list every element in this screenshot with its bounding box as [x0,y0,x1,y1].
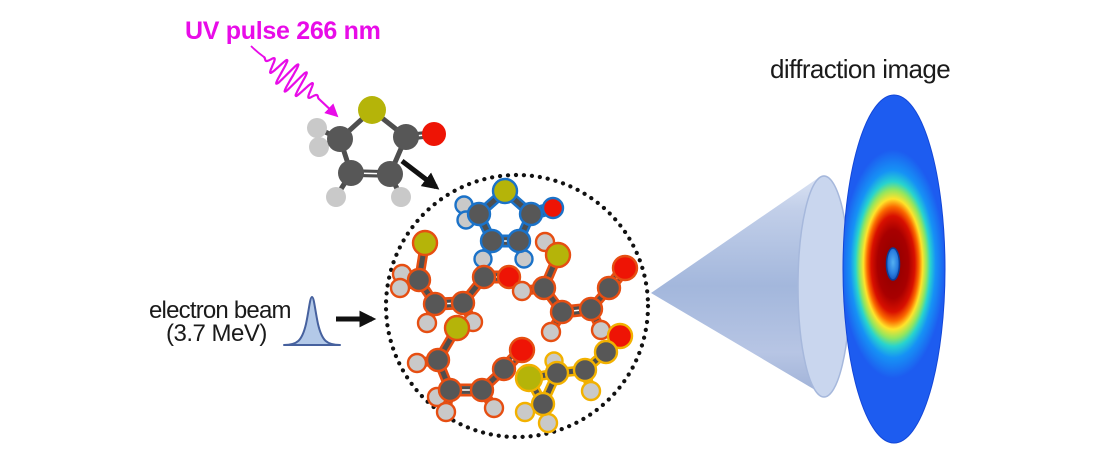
atom-H [389,277,411,299]
scattering-cone-base [797,175,851,398]
atom-S [443,314,471,342]
molecule-ring-opened-product-3 [406,314,536,423]
atom-H [391,187,411,207]
atom-O [541,196,565,220]
sample-region-circle [383,172,651,440]
atom-C [425,347,451,373]
atom-C [549,299,575,325]
molecule-ring-opened-product-2 [511,231,639,343]
atom-H [309,137,329,157]
uv-pulse-label: UV pulse 266 nm [185,17,381,45]
atom-C [466,201,492,227]
excitation-arrow [400,159,440,190]
atom-H [511,280,533,302]
atom-C [327,126,353,152]
uv-arrow [318,98,339,118]
atom-S [491,177,519,205]
atom-O [611,254,639,282]
atom-C [531,275,557,301]
atom-H [307,118,327,138]
atom-H [540,321,562,343]
atom-C [578,296,604,322]
uv-leader-line [250,45,265,58]
atom-H [580,380,602,402]
atom-S [514,363,544,393]
molecule-thiophenone-reactant [307,96,446,207]
atom-C [544,360,570,386]
atom-C [593,339,619,365]
atom-C [530,391,556,417]
atom-S [544,241,572,269]
electron-beam-energy-label: (3.7 MeV) [166,320,267,347]
atom-O [508,336,536,364]
atom-C [450,290,476,316]
diffraction-pattern [842,94,946,444]
atom-H [537,412,559,434]
atom-O [422,122,446,146]
atom-C [491,356,517,382]
scattering-cone-body [651,175,851,397]
atom-C [377,161,403,187]
uv-wave-packet-path [262,55,321,101]
atom-C [338,160,364,186]
electron-pulse-gaussian [283,296,341,346]
scattering-cone [651,175,851,398]
atom-H [406,352,428,374]
molecule-thiophenone-intact [454,177,565,269]
atom-S [358,96,386,124]
atom-H [435,401,457,423]
diffraction-image-label: diffraction image [770,54,951,84]
atom-C [471,264,497,290]
molecules-layer [307,96,639,434]
atom-C [479,228,505,254]
atom-C [506,228,532,254]
uv-wave-packet [250,45,339,118]
atom-O [496,264,522,290]
electron-beam-label: electron beam [149,297,291,324]
atom-C [518,201,544,227]
atom-C [596,275,622,301]
atom-C [572,357,598,383]
atom-C [437,377,463,403]
atom-H [416,312,438,334]
atom-H [326,187,346,207]
atom-C [406,267,432,293]
atom-H [483,397,505,419]
atom-C [393,124,419,150]
diffraction-center-spot [885,247,901,281]
molecule-ring-opened-product-1 [389,229,522,334]
atom-C [469,377,495,403]
atom-O [606,322,634,350]
atom-S [411,229,439,257]
atom-C [422,291,448,317]
molecule-cyclic-product [514,322,634,434]
